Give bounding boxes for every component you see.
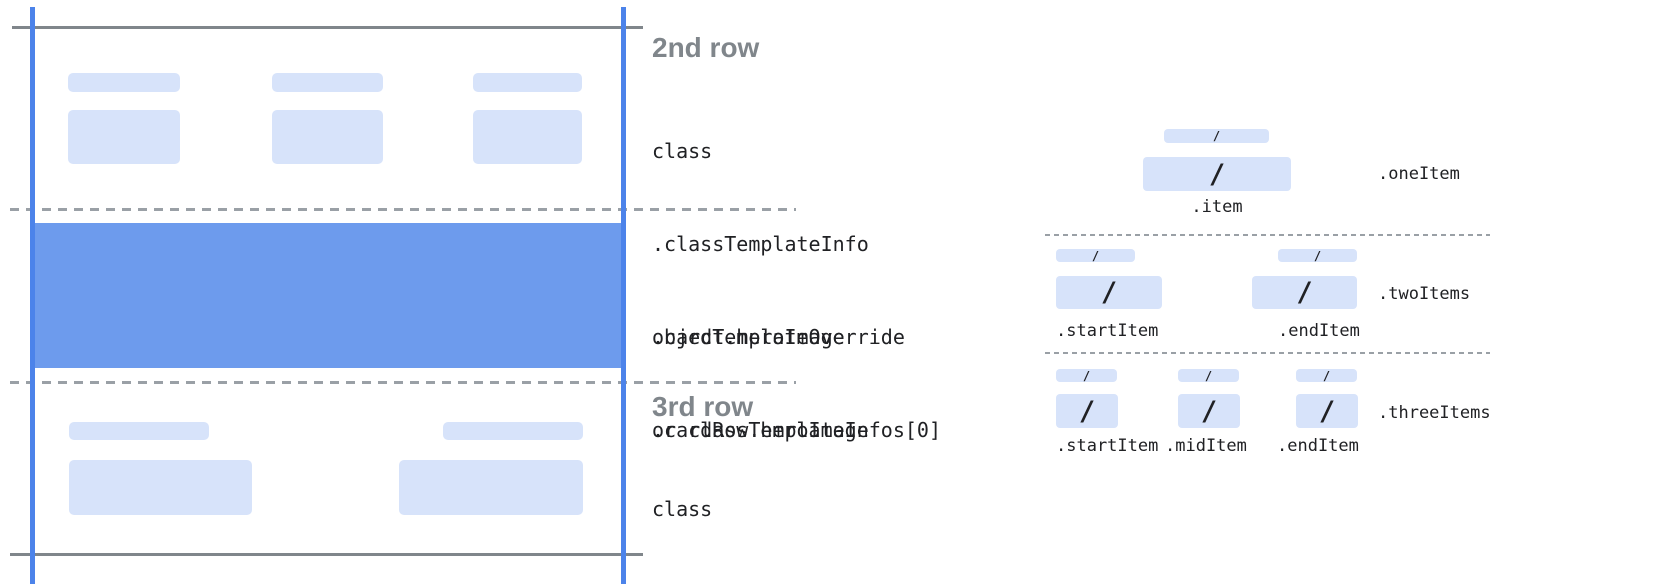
field-label-bar — [69, 422, 209, 440]
code-line: class — [652, 497, 713, 521]
slash-glyph: / — [1091, 248, 1100, 263]
panel-divider-bottom — [1045, 352, 1490, 354]
item-caption: .endItem — [1277, 436, 1359, 456]
field-label-bar — [473, 73, 582, 92]
slash-glyph: / — [1296, 277, 1313, 308]
item-caption: .startItem — [1056, 436, 1159, 456]
field-label-bar — [443, 422, 583, 440]
two-items-label: .twoItems — [1378, 284, 1471, 304]
left-guide-line — [30, 7, 35, 584]
hero-image-path: object.heroImage or class.heroImage — [652, 260, 869, 508]
slash-glyph: / — [1313, 248, 1322, 263]
field-value-block — [473, 110, 582, 164]
item-caption: .endItem — [1278, 321, 1360, 341]
row-divider-top — [10, 208, 796, 211]
right-guide-line — [621, 7, 626, 584]
second-row-heading: 2nd row — [652, 32, 760, 63]
panel-divider-top — [1045, 234, 1490, 236]
code-line: .cardTemplateOverride — [652, 325, 905, 349]
code-line: object.heroImage — [652, 325, 845, 349]
item-value-bar: / — [1056, 276, 1162, 309]
item-label-bar: / — [1056, 369, 1117, 382]
code-line: .classTemplateInfo — [652, 232, 869, 256]
slash-glyph: / — [1078, 395, 1096, 427]
item-label-bar: / — [1178, 369, 1239, 382]
row-divider-bottom — [10, 381, 796, 384]
one-item-label: .oneItem — [1378, 164, 1460, 184]
item-caption: .item — [1191, 197, 1243, 217]
field-value-block — [69, 460, 252, 515]
slash-glyph: / — [1318, 395, 1336, 427]
third-row-heading: 3rd row — [652, 391, 754, 422]
code-line: or class.heroImage — [652, 418, 869, 442]
item-value-bar: / — [1296, 394, 1358, 428]
second-row-path: class .classTemplateInfo .cardTemplateOv… — [652, 74, 941, 508]
item-value-bar: / — [1143, 157, 1291, 191]
item-label-bar: / — [1296, 369, 1357, 382]
top-frame-line — [12, 26, 643, 29]
item-value-bar: / — [1252, 276, 1357, 309]
item-label-bar: / — [1056, 249, 1135, 262]
hero-image-band — [30, 223, 624, 368]
three-items-label: .threeItems — [1378, 403, 1491, 423]
item-value-bar: / — [1178, 394, 1240, 428]
item-label-bar: / — [1164, 129, 1269, 143]
slash-glyph: / — [1212, 129, 1221, 143]
slash-glyph: / — [1204, 368, 1213, 383]
item-value-bar: / — [1056, 394, 1118, 428]
item-caption: .startItem — [1056, 321, 1159, 341]
field-label-bar — [272, 73, 383, 92]
slash-glyph: / — [1322, 368, 1331, 383]
field-label-bar — [68, 73, 180, 92]
item-label-bar: / — [1278, 249, 1357, 262]
field-value-block — [399, 460, 583, 515]
code-line: class — [652, 139, 713, 163]
slash-glyph: / — [1082, 368, 1091, 383]
field-value-block — [68, 110, 180, 164]
slash-glyph: / — [1200, 395, 1218, 427]
bottom-frame-line — [10, 553, 643, 556]
item-caption: .midItem — [1165, 436, 1247, 456]
third-row-path: class .classTemplateInfo .cardTemplateOv… — [652, 432, 941, 584]
slash-glyph: / — [1100, 277, 1118, 308]
field-value-block — [272, 110, 383, 164]
slash-glyph: / — [1208, 158, 1226, 190]
code-line: .cardRowTemplateInfos[0] — [652, 418, 941, 442]
